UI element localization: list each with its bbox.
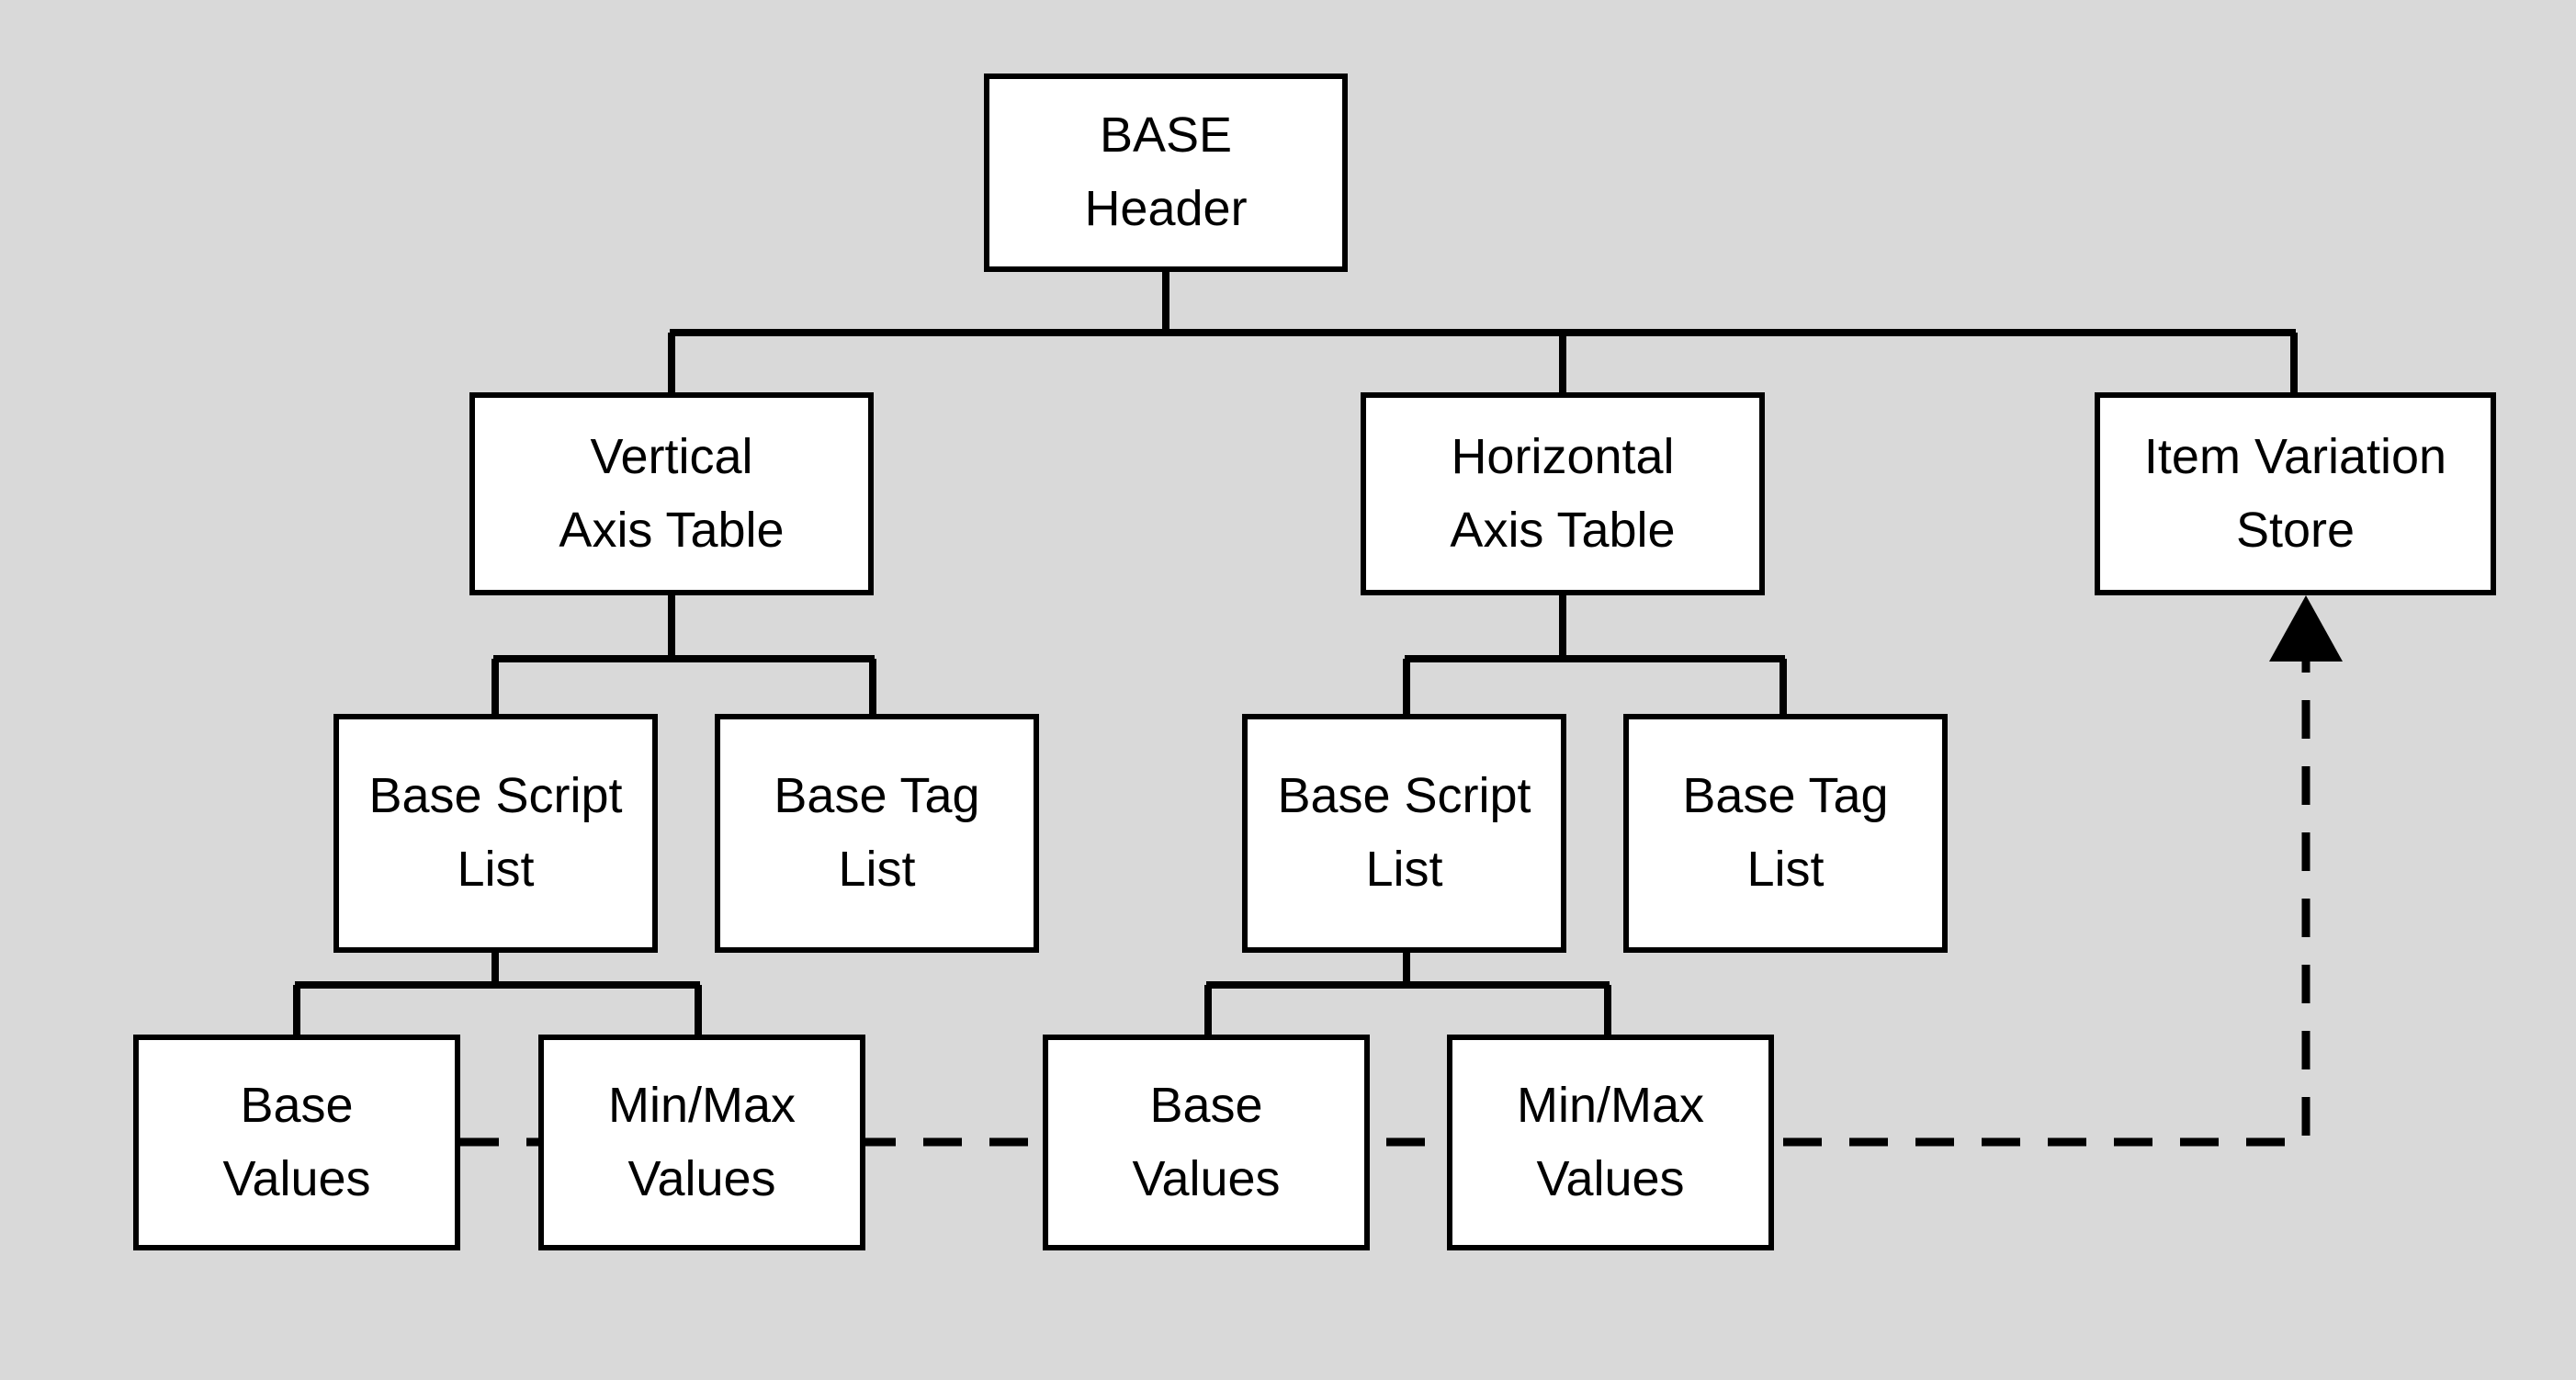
node-label-line1: Base Tag	[774, 768, 980, 824]
node-label-line2: List	[1365, 842, 1443, 897]
item-store-arrowhead	[2269, 595, 2343, 662]
node-label-line2: Header	[1084, 181, 1248, 236]
node-label-line2: Axis Table	[1450, 502, 1676, 558]
node-label-line2: List	[838, 842, 916, 897]
node-label-line1: BASE	[1099, 107, 1233, 164]
node-label-line1: Vertical	[590, 428, 753, 484]
node-label-line1: Base	[1149, 1077, 1263, 1133]
node-label-line2: Store	[2235, 502, 2356, 558]
node-label-line2: Values	[1536, 1150, 1685, 1206]
node-label-line1: Min/Max	[607, 1077, 797, 1133]
node-label-line2: Values	[1132, 1150, 1281, 1206]
node-label-line1: Horizontal	[1451, 428, 1675, 484]
node-label-line2: List	[457, 842, 535, 897]
node-base-header[interactable]: BASE Header	[984, 74, 1348, 272]
node-label-line1: Base Tag	[1682, 768, 1889, 824]
node-label-line2: Values	[222, 1150, 371, 1206]
node-label-line1: Item Variation	[2143, 428, 2447, 484]
node-label-line1: Base Script	[1277, 768, 1531, 824]
node-label-line1: Base	[240, 1077, 354, 1133]
node-label-line2: Axis Table	[559, 502, 785, 558]
node-label-line1: Base Script	[368, 768, 623, 824]
node-label-line2: Values	[627, 1150, 776, 1206]
node-label-line1: Min/Max	[1516, 1077, 1705, 1133]
node-label-line2: List	[1746, 842, 1825, 897]
